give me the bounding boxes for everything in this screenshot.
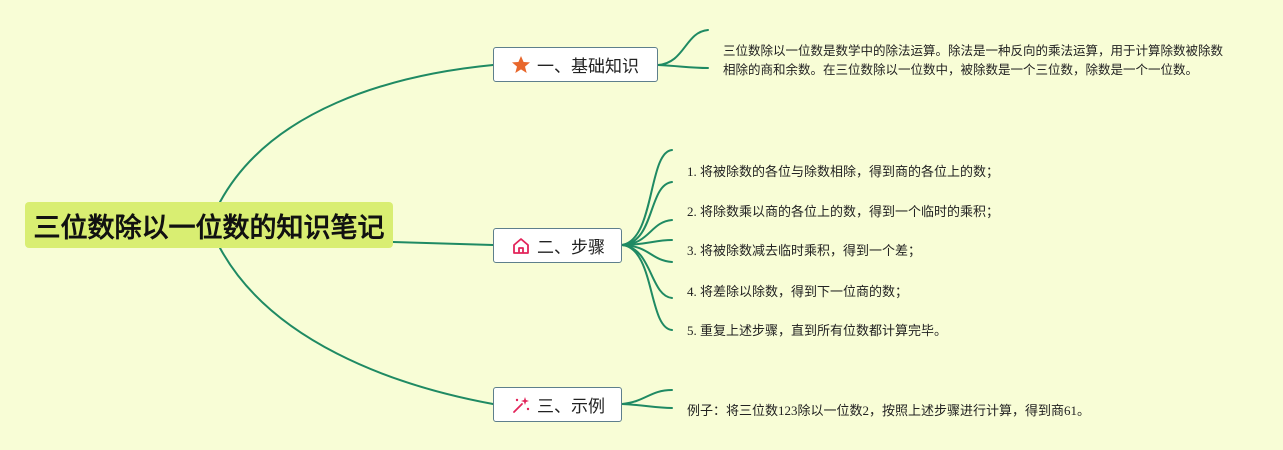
connector-branch-2-leaf-g [621, 244, 673, 331]
leaf-step-1: 1. 将被除数的各位与除数相除，得到商的各位上的数； [687, 164, 1000, 179]
connector-branch-3-leaf-a [621, 389, 673, 405]
connector-branch-2-leaf-a [621, 149, 673, 246]
leaf-step-2: 2. 将除数乘以商的各位上的数，得到一个临时的乘积； [687, 204, 1000, 219]
branch-label: 一、基础知识 [537, 57, 639, 77]
leaf-step-3: 3. 将被除数减去临时乘积，得到一个差； [687, 243, 922, 258]
central-topic[interactable]: 三位数除以一位数的知识笔记 [25, 202, 393, 248]
leaf-step-5: 5. 重复上述步骤，直到所有位数都计算完毕。 [687, 323, 948, 338]
leaf-basic-knowledge-text: 三位数除以一位数是数学中的除法运算。除法是一种反向的乘法运算，用于计算除数被除数… [723, 43, 1224, 77]
branch-steps[interactable]: 二、步骤 [493, 228, 622, 263]
connector-central-branch-2 [392, 241, 494, 246]
connector-central-branch-3 [219, 247, 494, 405]
leaf-example-text: 例子：将三位数123除以一位数2，按照上述步骤进行计算，得到商61。 [687, 403, 1091, 418]
connector-branch-3-leaf-b [621, 403, 673, 409]
branch-basic-knowledge[interactable]: 一、基础知识 [493, 47, 658, 82]
magic-wand-icon [511, 395, 531, 415]
connector-branch-2-leaf-b [621, 181, 673, 246]
connector-central-branch-1 [219, 64, 494, 203]
star-icon [511, 55, 531, 75]
connector-branch-1-leaf [657, 29, 709, 66]
home-icon [511, 236, 531, 256]
connector-branch-1-leaf-b [657, 64, 709, 69]
leaf-step-4: 4. 将差除以除数，得到下一位商的数； [687, 284, 909, 299]
central-topic-label: 三位数除以一位数的知识笔记 [33, 212, 385, 244]
branch-example[interactable]: 三、示例 [493, 387, 622, 422]
branch-label: 二、步骤 [537, 238, 605, 258]
branch-label: 三、示例 [537, 397, 605, 417]
